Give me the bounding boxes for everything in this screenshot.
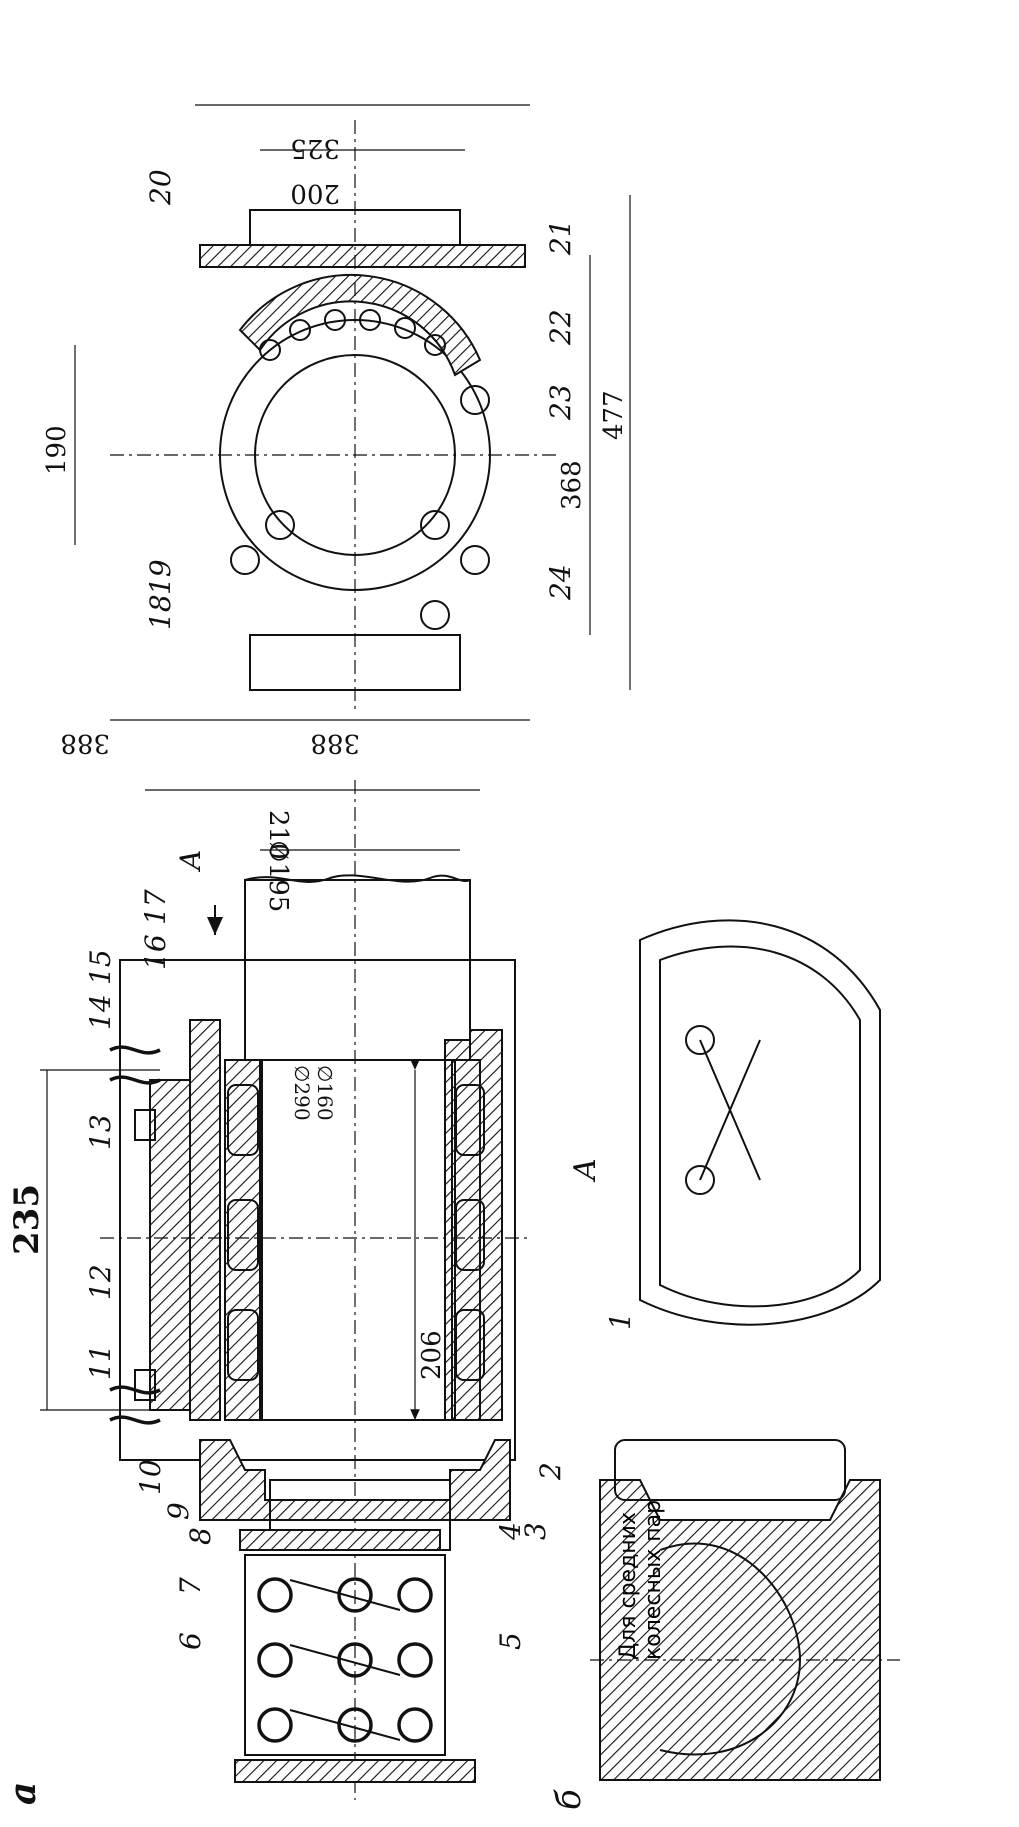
axle-break-line — [244, 874, 471, 883]
end-cover — [199, 1439, 511, 1521]
note-line-1: Для средних — [616, 1512, 641, 1660]
view-A-arc-detail: A 1 — [568, 919, 881, 1330]
dimension-235: 235 — [7, 1069, 160, 1411]
svg-text:388: 388 — [60, 728, 110, 758]
callout-1: 1 — [604, 1312, 637, 1330]
housing-inner-wall-top — [189, 1019, 221, 1421]
svg-text:7: 7 — [174, 1577, 207, 1595]
svg-text:19: 19 — [144, 559, 177, 595]
svg-text:11: 11 — [84, 1344, 117, 1380]
svg-text:5: 5 — [494, 1632, 527, 1650]
svg-text:16: 16 — [139, 934, 172, 970]
part-callouts-view-a: 14 15 16 17 13 12 11 10 9 8 7 6 5 4 3 2 — [84, 889, 567, 1650]
svg-text:8: 8 — [184, 1527, 217, 1545]
svg-text:∅290: ∅290 — [290, 1065, 314, 1121]
housing-outline — [119, 959, 516, 1461]
svg-text:12: 12 — [84, 1264, 117, 1300]
svg-text:13: 13 — [84, 1114, 117, 1150]
svg-text:6: 6 — [174, 1632, 207, 1650]
svg-text:14: 14 — [84, 994, 117, 1030]
view-label-a: a — [2, 1782, 44, 1805]
svg-text:∅195: ∅195 — [263, 840, 293, 912]
svg-text:235: 235 — [7, 1184, 47, 1255]
svg-text:17: 17 — [139, 889, 172, 925]
svg-text:9: 9 — [162, 1502, 195, 1520]
view-A-label: A — [568, 1158, 603, 1183]
note-line-2: колесных пар — [641, 1500, 666, 1660]
svg-text:206: 206 — [417, 1330, 447, 1380]
section-arrow-A: A — [174, 850, 223, 935]
svg-text:190: 190 — [42, 425, 72, 475]
housing-top-wall — [149, 1079, 191, 1411]
svg-text:22: 22 — [544, 309, 577, 346]
part-callouts-top-view: 20 21 22 23 24 18 19 — [144, 169, 577, 630]
view-label-b: б — [549, 1789, 589, 1810]
coil-spring — [239, 1529, 441, 1743]
dimension-290-160: ∅290 ∅160 — [290, 1065, 337, 1121]
svg-text:21: 21 — [544, 219, 577, 256]
svg-text:20: 20 — [144, 169, 177, 206]
spring-housing-base — [234, 1759, 476, 1783]
view-a-longitudinal-section: 235 206 210 ∅195 ∅290 ∅160 A a 14 15 — [2, 780, 567, 1805]
spring-housing — [244, 1554, 446, 1756]
svg-text:10: 10 — [134, 1459, 167, 1495]
svg-text:477: 477 — [599, 390, 629, 440]
svg-text:388: 388 — [310, 728, 360, 758]
axle-journal — [261, 1059, 453, 1421]
svg-text:A: A — [174, 850, 207, 873]
view-b-middle-wheelset-detail: б Для средних колесных пар — [549, 1439, 900, 1810]
top-view-cross-section: 325 200 190 368 477 388 388 20 21 22 23 … — [42, 104, 631, 758]
dimension-206: 206 — [410, 1059, 447, 1420]
svg-text:4: 4 — [494, 1522, 527, 1541]
svg-text:18: 18 — [144, 594, 177, 630]
svg-text:2: 2 — [534, 1462, 567, 1481]
dimension-190: 190 — [42, 345, 76, 545]
svg-text:325: 325 — [290, 133, 340, 163]
cooling-fins — [109, 1045, 161, 1425]
dimension-325-200: 325 200 — [195, 104, 530, 208]
svg-text:368: 368 — [557, 460, 587, 510]
svg-text:15: 15 — [84, 949, 117, 985]
roller-bearings — [224, 1059, 485, 1421]
svg-text:3: 3 — [519, 1522, 552, 1540]
svg-text:23: 23 — [544, 384, 577, 421]
svg-text:24: 24 — [544, 564, 577, 601]
svg-text:210: 210 — [263, 810, 293, 860]
svg-text:200: 200 — [290, 178, 340, 208]
dimension-210-195: 210 ∅195 — [145, 789, 480, 912]
dimension-368-477: 368 477 — [557, 195, 631, 690]
svg-text:∅160: ∅160 — [313, 1065, 337, 1121]
dimension-388: 388 388 — [60, 719, 530, 758]
